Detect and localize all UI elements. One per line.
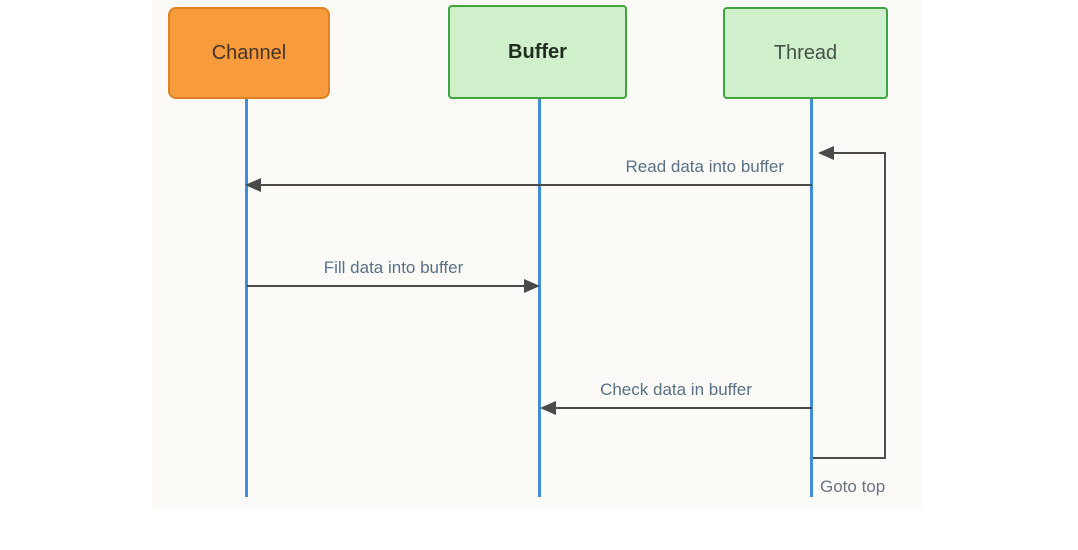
arrowhead-left-icon: [245, 178, 261, 192]
message-label-fill-data: Fill data into buffer: [323, 258, 464, 277]
actor-label-buffer: Buffer: [508, 40, 567, 63]
lifeline-channel: [245, 99, 248, 497]
actor-box-thread: Thread: [723, 7, 888, 99]
self-loop-top-line: [834, 152, 886, 154]
message-label-goto-top: Goto top: [820, 477, 886, 496]
message-label-check-data: Check data in buffer: [600, 380, 752, 399]
actor-label-thread: Thread: [773, 41, 838, 64]
actor-box-buffer: Buffer: [448, 5, 627, 99]
arrowhead-right-icon: [524, 279, 540, 293]
message-line-fill-data: [247, 285, 526, 287]
message-line-read-data: [260, 184, 812, 186]
sequence-diagram-canvas: Channel Buffer Thread Read data into buf…: [152, 0, 922, 508]
self-loop-bottom-line: [813, 457, 886, 459]
arrowhead-left-icon: [540, 401, 556, 415]
actor-label-channel: Channel: [211, 41, 287, 64]
self-loop-vertical-line: [884, 152, 886, 459]
arrowhead-left-icon: [818, 146, 834, 160]
actor-box-channel: Channel: [168, 7, 330, 99]
lifeline-buffer: [538, 99, 541, 497]
message-line-check-data: [555, 407, 812, 409]
lifeline-thread: [810, 99, 813, 497]
message-label-read-data: Read data into buffer: [625, 157, 784, 176]
